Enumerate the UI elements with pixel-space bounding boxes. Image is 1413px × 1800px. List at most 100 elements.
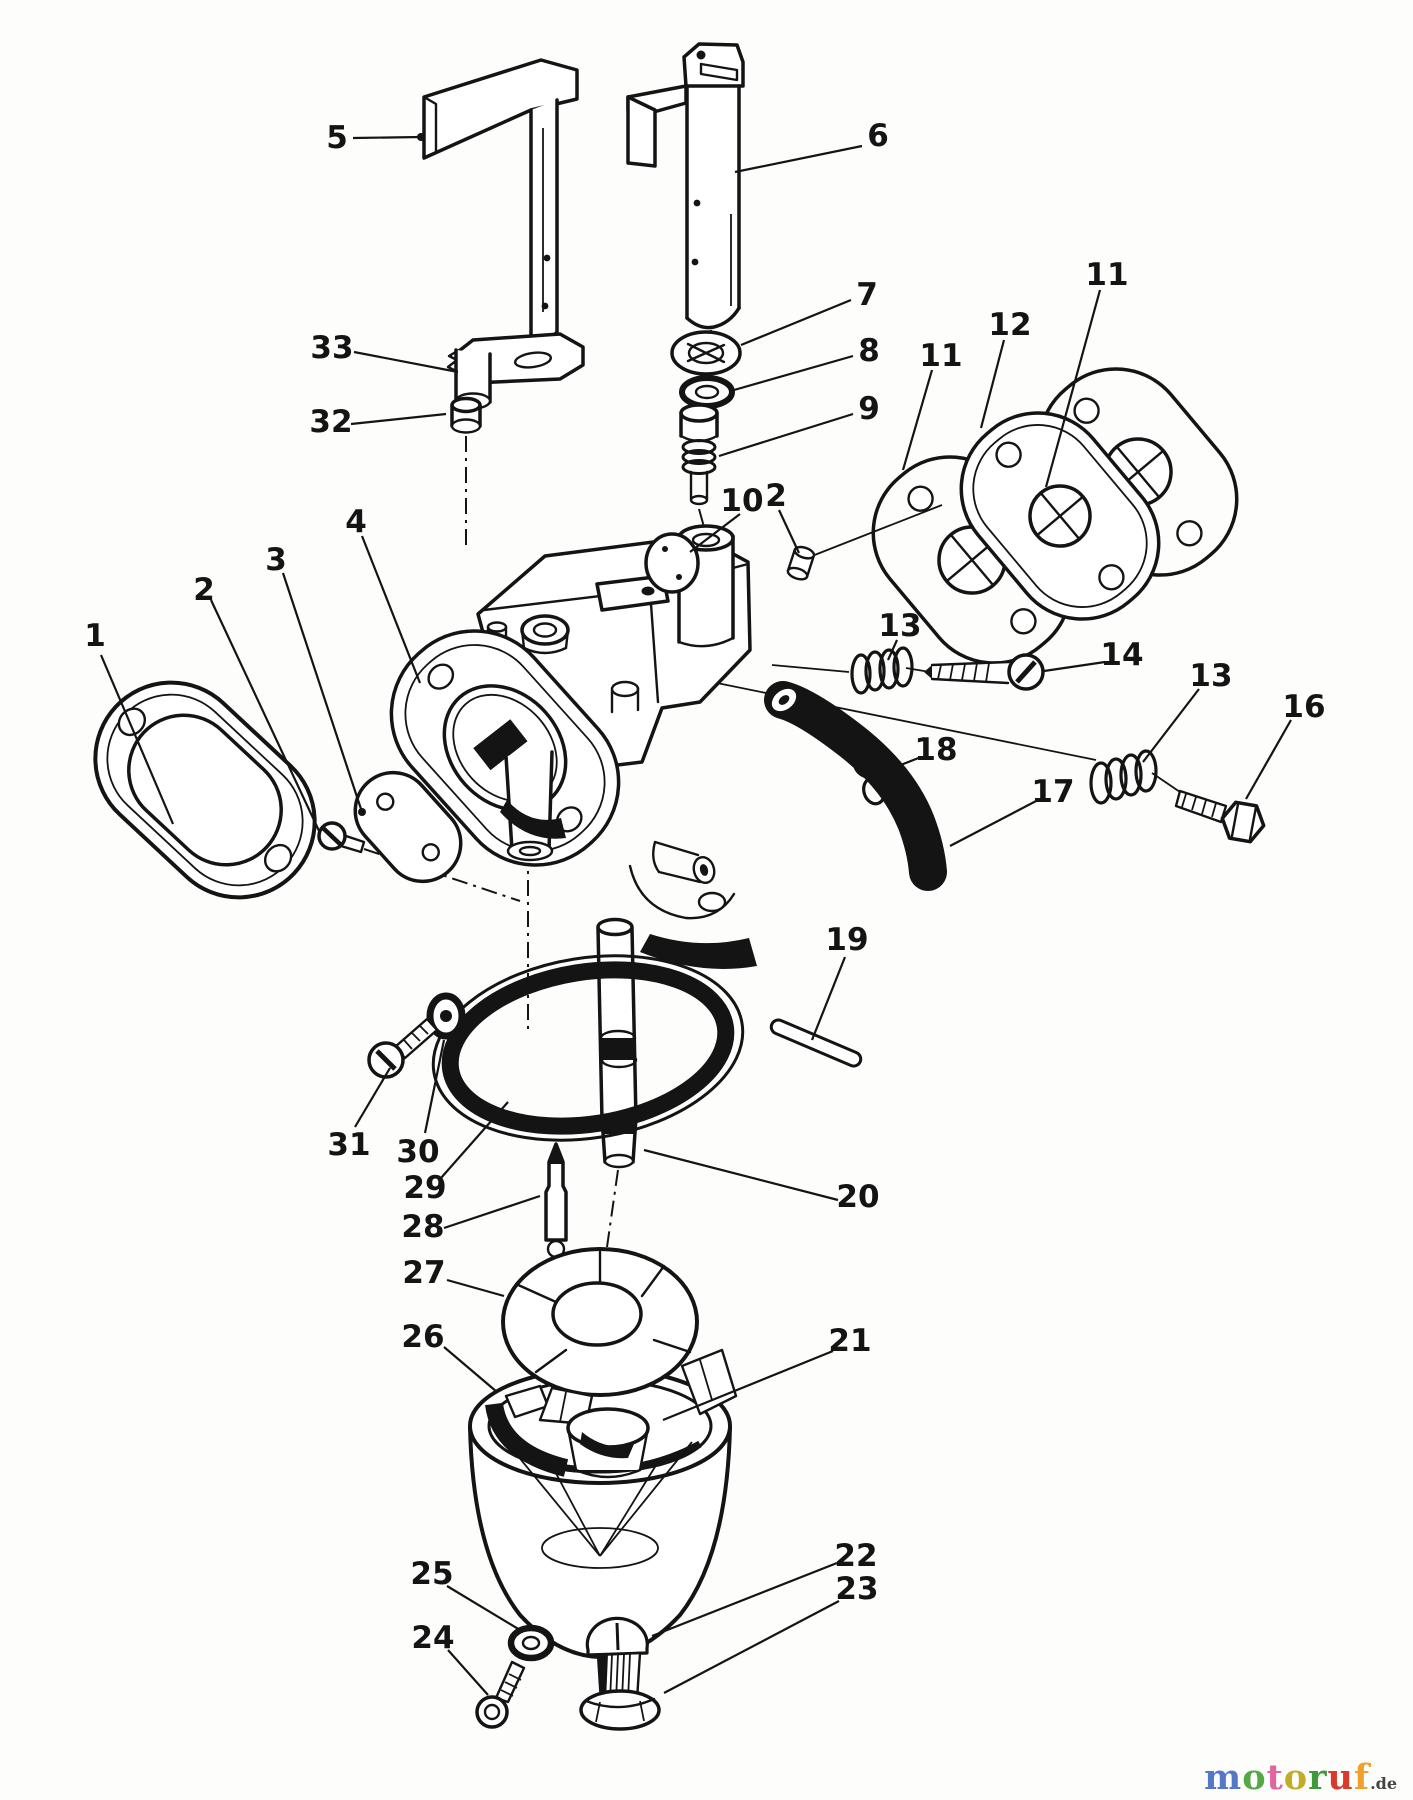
part-main-nozzle bbox=[596, 917, 638, 1122]
leader-line-7-4 bbox=[740, 298, 852, 347]
callout-16-15: 16 bbox=[1282, 689, 1325, 725]
part-spring-13-left bbox=[850, 646, 914, 695]
part-bowl-bolt-22 bbox=[585, 1616, 649, 1704]
part-nozzle-cup-21 bbox=[566, 1407, 650, 1479]
leader-line-1-18 bbox=[99, 654, 175, 825]
part-washer-25 bbox=[507, 1624, 555, 1662]
callout-11-9: 11 bbox=[919, 338, 962, 374]
watermark-letter: t bbox=[1266, 1757, 1284, 1798]
callout-27-28: 27 bbox=[402, 1255, 445, 1291]
part-screw-16 bbox=[1174, 789, 1266, 844]
leader-line-31-24 bbox=[354, 1067, 391, 1128]
leader-dot-5 bbox=[417, 133, 425, 141]
callout-25-33: 25 bbox=[410, 1556, 453, 1592]
leader-line-24-34 bbox=[447, 1649, 489, 1696]
watermark-letters: motoruf bbox=[1204, 1757, 1370, 1798]
part-idle-screw-31 bbox=[367, 1017, 439, 1079]
leader-line-19-22 bbox=[810, 956, 847, 1041]
leader-line-21-30 bbox=[662, 1349, 834, 1422]
part-fuel-hose-17 bbox=[764, 681, 947, 891]
callout-5-0: 5 bbox=[326, 120, 348, 156]
watermark-letter: u bbox=[1327, 1757, 1354, 1798]
callout-23-32: 23 bbox=[835, 1571, 878, 1607]
callout-9-6: 9 bbox=[858, 391, 880, 427]
leader-line-6-1 bbox=[734, 144, 863, 174]
leader-line-3-20 bbox=[281, 572, 364, 813]
leader-line-23-32 bbox=[663, 1600, 840, 1694]
part-float-needle-28 bbox=[544, 1142, 568, 1259]
callout-13-14: 13 bbox=[1189, 658, 1232, 694]
leader-line-11-7 bbox=[1044, 289, 1102, 488]
part-screw-2-lower bbox=[317, 821, 366, 854]
leader-line-9-6 bbox=[718, 412, 854, 458]
callout-20-23: 20 bbox=[836, 1179, 879, 1215]
part-bowl-gasket-29 bbox=[431, 954, 745, 1142]
leader-line-16-15 bbox=[1245, 719, 1292, 800]
watermark-suffix: .de bbox=[1370, 1774, 1397, 1793]
callout-10-10: 10 bbox=[720, 483, 763, 519]
part-screw-2-upper bbox=[786, 545, 816, 581]
callout-26-29: 26 bbox=[401, 1319, 444, 1355]
part-clip-18 bbox=[852, 745, 886, 806]
leader-line-29-26 bbox=[440, 1101, 509, 1179]
callout-22-31: 22 bbox=[834, 1538, 877, 1574]
callout-31-24: 31 bbox=[327, 1127, 370, 1163]
callout-32-3: 32 bbox=[309, 404, 352, 440]
leader-line-22-31 bbox=[651, 1561, 838, 1638]
part-drain-nut-23 bbox=[579, 1689, 661, 1731]
part-bushing-32 bbox=[450, 396, 482, 434]
part-seal-8 bbox=[679, 375, 735, 409]
leader-line-13-14 bbox=[1142, 688, 1200, 763]
part-gasket-stack bbox=[871, 367, 1239, 665]
part-choke-plate-3 bbox=[353, 770, 463, 884]
leader-line-26-29 bbox=[443, 1346, 498, 1393]
leader-line-4-21 bbox=[360, 535, 422, 684]
part-flange-gasket-1 bbox=[93, 680, 317, 900]
leader-line-10-10 bbox=[689, 513, 741, 553]
callout-19-22: 19 bbox=[825, 922, 868, 958]
leader-line-11-9 bbox=[901, 369, 934, 471]
leader-dot-3 bbox=[358, 808, 366, 816]
callout-17-16: 17 bbox=[1031, 774, 1074, 810]
leader-line-27-28 bbox=[446, 1278, 505, 1298]
watermark-letter: m bbox=[1204, 1757, 1243, 1798]
part-idle-jet-9 bbox=[679, 403, 719, 506]
callout-2-11: 2 bbox=[765, 478, 787, 514]
part-choke-plate-10 bbox=[644, 532, 700, 594]
leader-line-33-2 bbox=[353, 350, 459, 374]
callout-1-18: 1 bbox=[84, 618, 106, 654]
callout-13-12: 13 bbox=[878, 608, 921, 644]
callout-21-30: 21 bbox=[828, 1323, 871, 1359]
watermark-letter: o bbox=[1242, 1757, 1267, 1798]
part-choke-shaft-6 bbox=[626, 42, 745, 330]
callout-7-4: 7 bbox=[856, 277, 878, 313]
callout-18-17: 18 bbox=[914, 732, 957, 768]
part-washer-30 bbox=[426, 992, 466, 1040]
part-screw-14 bbox=[924, 653, 1045, 691]
watermark-letter: r bbox=[1308, 1757, 1328, 1798]
part-washer-7 bbox=[670, 330, 742, 376]
leader-line-25-33 bbox=[446, 1585, 521, 1631]
callout-12-8: 12 bbox=[988, 307, 1031, 343]
leader-line-8-5 bbox=[733, 354, 854, 392]
leader-line-17-16 bbox=[949, 799, 1039, 847]
callout-14-13: 14 bbox=[1100, 637, 1143, 673]
callout-30-25: 30 bbox=[396, 1134, 439, 1170]
part-drain-screw-24 bbox=[475, 1660, 526, 1729]
leader-line-14-13 bbox=[1043, 660, 1106, 673]
callout-28-27: 28 bbox=[401, 1209, 444, 1245]
leader-line-32-3 bbox=[350, 412, 447, 426]
part-spring-13-right bbox=[1089, 749, 1158, 805]
part-carburetor-body-4 bbox=[389, 524, 757, 969]
leader-line-30-25 bbox=[423, 1039, 446, 1134]
callout-6-1: 6 bbox=[867, 118, 889, 154]
callout-4-21: 4 bbox=[345, 504, 367, 540]
callout-11-7: 11 bbox=[1085, 257, 1128, 293]
watermark-letter: f bbox=[1354, 1757, 1371, 1798]
callout-8-5: 8 bbox=[858, 333, 880, 369]
part-spacer-12 bbox=[959, 411, 1161, 621]
leader-line-20-23 bbox=[643, 1148, 839, 1202]
